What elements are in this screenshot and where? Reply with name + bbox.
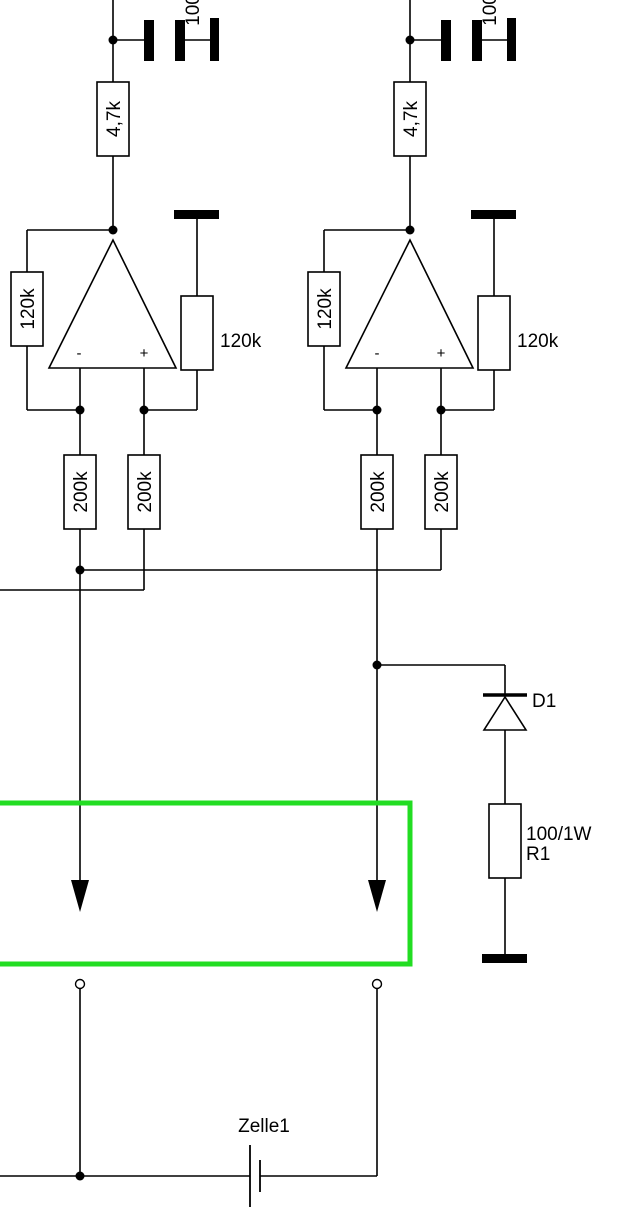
op-amp [47,238,178,369]
ground-bar [471,210,516,219]
right-channel: 100 4,7k 120k - + 120k 200k 200k [307,0,559,912]
resistor-value-label: 120k [220,331,262,352]
resistor-value-label: 4,7k [401,101,422,137]
junction-dot [75,1171,85,1181]
ground-bar [210,18,219,61]
terminal [371,978,383,990]
resistor-4-7k [393,81,427,157]
ground-bar [507,18,516,61]
opamp-minus-sign: - [77,345,82,362]
resistor-4-7k [96,81,130,157]
resistor-value-label: 4,7k [104,101,125,137]
resistor-value-label: 120k [18,288,39,330]
left-channel: 100 4,7k 120k - + 120k 200k 200k [0,0,262,912]
reference-resistor [477,295,511,371]
capacitor-value-label: 100 [183,0,204,26]
ground-bar [174,210,219,219]
terminal [74,978,86,990]
probe-arrow [368,880,386,912]
cell-section: Zelle1 [0,978,383,1207]
resistor-r1 [488,803,522,879]
opamp-plus-sign: + [140,345,149,362]
junction-dot [405,35,415,45]
opamp-plus-sign: + [437,345,446,362]
input-resistor [127,454,161,530]
junction-dot [372,405,382,415]
capacitor-plate [441,20,451,61]
junction-dot [108,35,118,45]
resistor-value-label: 120k [517,331,559,352]
resistor-value-label: 200k [432,471,453,513]
resistor-r1-name: R1 [526,844,550,865]
highlight-box [0,800,413,967]
op-amp [344,238,475,369]
capacitor-value-label: 100 [480,0,501,26]
feedback-resistor [307,271,341,347]
diode-label: D1 [532,691,556,712]
diode-branch: D1 100/1W R1 [377,664,592,963]
resistor-value-label: 200k [135,471,156,513]
capacitor-plate [144,20,154,61]
capacitor-plate [175,20,185,61]
capacitor-plate [472,20,482,61]
ground-bar [482,954,527,963]
resistor-value-label: 200k [71,471,92,513]
opamp-minus-sign: - [375,345,380,362]
resistor-value-label: 120k [315,288,336,330]
resistor-r1-value: 100/1W [526,824,592,845]
probe-arrow [71,880,89,912]
resistor-value-label: 200k [368,471,389,513]
cell-label: Zelle1 [238,1116,290,1137]
diode-d1 [482,695,528,731]
reference-resistor [180,295,214,371]
junction-dot [75,405,85,415]
